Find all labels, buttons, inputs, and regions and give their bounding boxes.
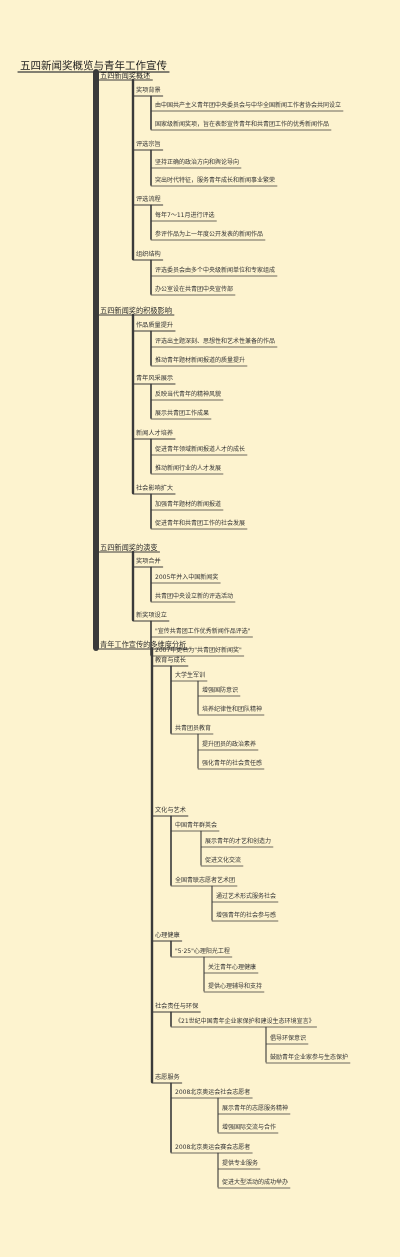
leaf-topic: 由中国共产主义青年团中央委员会与中华全国新闻工作者协会共同设立 [155, 102, 342, 109]
detail-topic: 通过艺术形式服务社会 [216, 893, 277, 900]
leaf-topic: 每年7～11月进行评选 [155, 212, 215, 219]
subtopic: 新奖项设立 [136, 612, 167, 619]
leaf-topic: 推动青年题材新闻报道的质量提升 [155, 357, 246, 364]
subtopic: 新闻人才培养 [136, 430, 174, 437]
leaf-topic: 参评作品为上一年度公开发表的新闻作品 [155, 231, 264, 238]
leaf-topic: 评选出主题深刻、思想性和艺术性兼备的作品 [155, 338, 276, 345]
branch-topic: 青年工作宣传的多维度分析 [100, 640, 187, 649]
leaf-topic: 2005年并入中国新闻奖 [155, 574, 219, 581]
leaf-topic: 国家级新闻奖项，旨在表彰宣传青年和共青团工作的优秀新闻作品 [155, 121, 330, 128]
leaf-topic: 共青团员教育 [175, 725, 212, 732]
subtopic: 奖项合并 [136, 558, 161, 565]
subtopic: 社会责任与环保 [155, 1003, 199, 1010]
detail-topic: 强化青年的社会责任感 [202, 760, 263, 767]
leaf-topic: 大学生军训 [175, 672, 206, 679]
detail-topic: 展示青年的志愿服务精神 [222, 1105, 289, 1112]
detail-topic: 增强国际交流与合作 [222, 1124, 277, 1131]
leaf-topic: 2008北京奥运会赛会志愿者 [175, 1144, 251, 1151]
leaf-topic: 反映当代青年的精神风貌 [155, 391, 222, 398]
subtopic: 组织结构 [136, 251, 161, 258]
detail-topic: 展示青年的才艺和创造力 [205, 838, 272, 845]
subtopic: 青年风采展示 [136, 375, 174, 382]
detail-topic: 提升团员的政治素养 [202, 741, 257, 748]
subtopic: 作品质量提升 [136, 322, 174, 329]
detail-topic: 倡导环保意识 [270, 1035, 307, 1042]
subtopic: 社会影响扩大 [136, 485, 174, 492]
leaf-topic: 坚持正确的政治方向和舆论导向 [155, 159, 240, 166]
detail-topic: 提供专业服务 [222, 1160, 259, 1167]
leaf-topic: 突出时代特征，服务青年成长和新闻事业繁荣 [155, 177, 276, 184]
leaf-topic: 《21世纪中国青年企业家保护和建设生态环境宣言》 [175, 1018, 315, 1025]
subtopic: 评选流程 [136, 196, 161, 203]
subtopic: 评选宗旨 [136, 141, 161, 148]
detail-topic: 增强国防意识 [202, 687, 239, 694]
detail-topic: 促进文化交流 [205, 857, 242, 864]
detail-topic: 增强青年的社会参与感 [216, 912, 277, 919]
leaf-topic: 评选委员会由多个中央级新闻单位和专家组成 [155, 267, 276, 274]
leaf-topic: 2008北京奥运会社会志愿者 [175, 1089, 251, 1096]
leaf-topic: 加强青年题材的新闻报道 [155, 501, 222, 508]
subtopic: 奖项背景 [136, 87, 161, 94]
leaf-topic: "宣传共青团工作优秀新闻作品评选" [155, 628, 251, 635]
detail-topic: 关注青年心理健康 [208, 964, 257, 971]
subtopic: 教育与成长 [155, 657, 186, 664]
leaf-topic: "5·25"心理阳光工程 [175, 948, 230, 955]
leaf-topic: 2007年更名为"共青团好新闻奖" [155, 647, 242, 654]
leaf-topic: 全国青联志愿者艺术团 [175, 877, 236, 884]
subtopic: 文化与艺术 [155, 807, 186, 814]
leaf-topic: 促进青年和共青团工作的社会发展 [155, 520, 246, 527]
detail-topic: 鼓励青年企业家参与生态保护 [270, 1054, 349, 1061]
root-topic: 五四新闻奖概览与青年工作宣传 [20, 60, 167, 72]
leaf-topic: 推动新闻行业的人才发展 [155, 465, 222, 472]
branch-topic: 五四新闻奖的演变 [100, 543, 158, 552]
subtopic: 志愿服务 [155, 1074, 180, 1081]
detail-topic: 提供心理辅导和支持 [208, 983, 263, 990]
leaf-topic: 展示共青团工作成果 [155, 410, 210, 417]
leaf-topic: 办公室设在共青团中央宣传部 [155, 286, 234, 293]
detail-topic: 培养纪律性和团队精神 [202, 706, 263, 713]
branch-topic: 五四新闻奖概述 [100, 71, 151, 80]
subtopic: 心理健康 [155, 932, 180, 939]
leaf-topic: 共青团中央设立新的评选活动 [155, 593, 234, 600]
leaf-topic: 中国青年群英会 [175, 822, 218, 829]
leaf-topic: 促进青年领域新闻报道人才的成长 [155, 446, 246, 453]
branch-topic: 五四新闻奖的积极影响 [100, 306, 172, 315]
detail-topic: 促进大型活动的成功举办 [222, 1179, 289, 1186]
